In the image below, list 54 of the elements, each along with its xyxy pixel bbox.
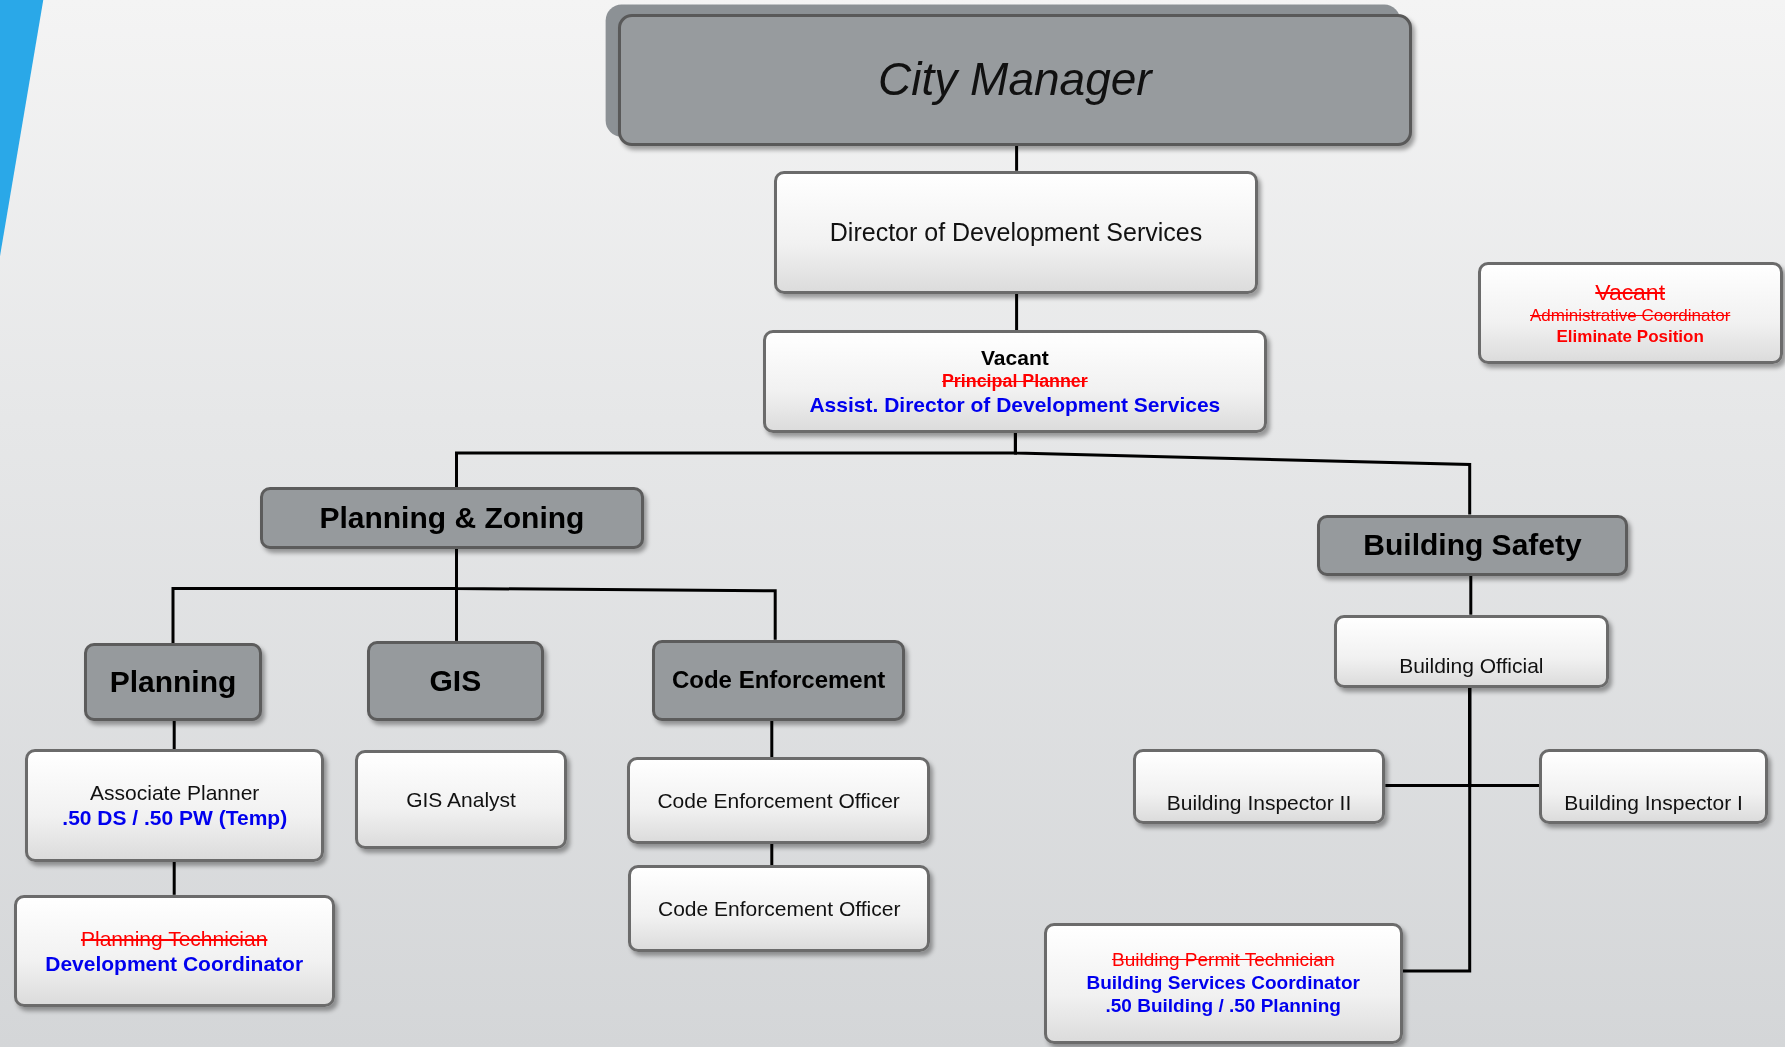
connector-line	[172, 861, 176, 895]
position-title: Code Enforcement Officer	[658, 895, 901, 921]
new-title: .50 DS / .50 PW (Temp)	[62, 805, 288, 831]
new-title: .50 Building / .50 Planning	[1105, 994, 1341, 1018]
unit-header-box	[1317, 514, 1628, 576]
position-box	[627, 757, 931, 844]
unit-title: Planning	[109, 663, 237, 700]
struck-title: Planning Technician	[80, 925, 268, 952]
unit-header-box	[259, 487, 645, 549]
title-text: City Manager	[878, 52, 1152, 108]
position-title: Code Enforcement Officer	[657, 787, 900, 813]
new-title: Building Services Coordinator	[1086, 972, 1360, 995]
executive-box	[618, 13, 1412, 146]
position-title: Director of Development Services	[829, 217, 1203, 248]
unit-title: Code Enforcement	[671, 665, 886, 695]
unit-header-box	[366, 640, 545, 721]
position-box	[25, 749, 325, 862]
position-title: Building Inspector I	[1564, 790, 1743, 816]
position-box	[774, 170, 1258, 294]
unit-title: Building Safety	[1363, 527, 1582, 564]
unit-header-box	[84, 643, 262, 721]
position-box	[355, 750, 567, 850]
unit-header-box	[652, 639, 905, 721]
struck-title: Principal Planner	[941, 370, 1088, 393]
connector-line	[455, 548, 777, 640]
position-title: Vacant	[981, 345, 1049, 371]
position-box	[1132, 749, 1386, 825]
position-box	[762, 330, 1267, 433]
connector-line	[770, 720, 774, 757]
unit-title: Planning & Zoning	[319, 499, 585, 536]
connector-line	[770, 843, 774, 866]
connector-line	[1469, 576, 1473, 615]
unit-title: GIS	[429, 662, 482, 699]
position-box	[1477, 261, 1783, 365]
status-note: Eliminate Position	[1556, 326, 1704, 348]
position-box	[1539, 749, 1768, 825]
position-box	[13, 894, 335, 1008]
position-title: GIS Analyst	[406, 787, 516, 813]
connector-line	[1015, 293, 1019, 331]
position-title: Building Official	[1399, 653, 1544, 679]
position-box	[628, 865, 931, 952]
position-box	[1043, 923, 1403, 1044]
struck-title: Administrative Coordinator	[1530, 306, 1731, 327]
position-title: Building Inspector II	[1166, 790, 1352, 816]
new-title: Assist. Director of Development Services	[809, 392, 1221, 418]
struck-title: Vacant	[1595, 278, 1665, 307]
connector-line	[1015, 145, 1019, 171]
position-box	[1334, 614, 1609, 688]
struck-title: Building Permit Technician	[1111, 949, 1335, 973]
new-title: Development Coordinator	[45, 951, 304, 977]
connector-line	[172, 720, 176, 750]
connector-line	[1402, 687, 1472, 973]
connector-line	[1013, 432, 1472, 515]
position-title: Associate Planner	[90, 780, 260, 806]
